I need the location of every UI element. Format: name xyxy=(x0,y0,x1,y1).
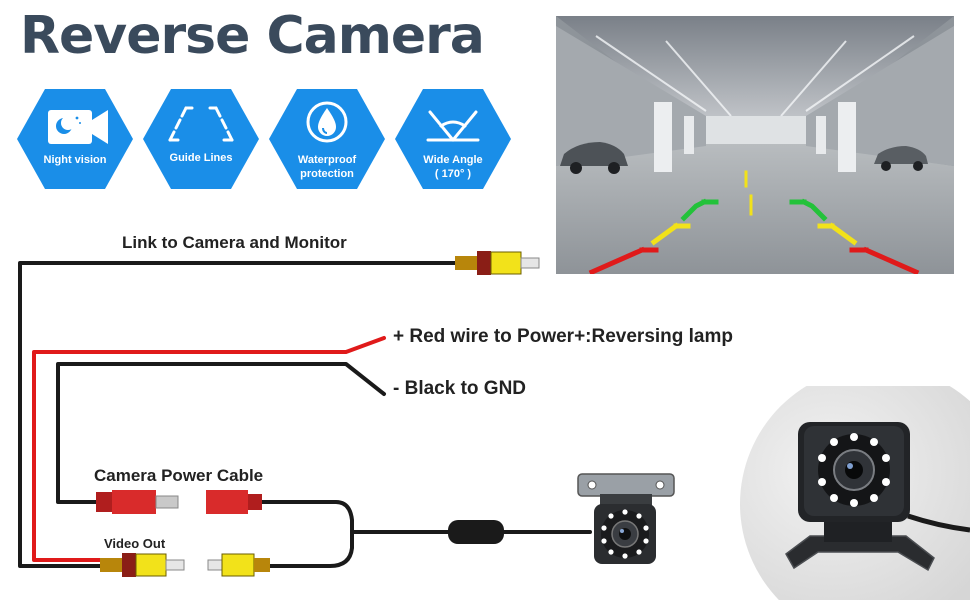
parked-car-right xyxy=(874,146,928,171)
rca-connector-video-out xyxy=(100,553,185,577)
camera-icon xyxy=(48,110,108,144)
inline-filter xyxy=(448,520,504,544)
hexagon-badge xyxy=(143,89,259,189)
hexagon-badge xyxy=(395,89,511,189)
feature-wide-angle: Wide Angle ( 170° ) xyxy=(394,88,512,190)
black-ground-wire xyxy=(56,362,386,504)
feature-label-line2: protection xyxy=(300,168,354,180)
feature-guide-lines: Guide Lines xyxy=(142,88,260,190)
guide-lines-overlay xyxy=(588,170,920,274)
red-power-wire xyxy=(32,336,386,562)
feature-waterproof: Waterproof protection xyxy=(268,88,386,190)
hexagon-badge xyxy=(17,89,133,189)
feature-label-line1: Wide Angle xyxy=(423,154,483,166)
wiring-diagram xyxy=(18,251,675,577)
parked-car-left xyxy=(560,142,628,174)
rca-connector-camera-side xyxy=(207,553,270,577)
power-connector-female xyxy=(206,490,262,514)
power-cable-label: Camera Power Cable xyxy=(94,466,264,485)
water-drop-icon xyxy=(306,101,348,143)
feature-label: Guide Lines xyxy=(169,152,233,164)
guide-lines-icon xyxy=(168,106,234,142)
link-label: Link to Camera and Monitor xyxy=(122,233,347,252)
camera-cable xyxy=(260,500,354,568)
product-camera-photo xyxy=(740,386,970,600)
rca-connector-top xyxy=(455,251,540,275)
small-camera-illustration xyxy=(577,473,675,564)
camera-body xyxy=(798,422,910,522)
video-out-label: Video Out xyxy=(104,536,166,551)
wide-angle-icon xyxy=(426,110,480,142)
red-wire-label: + Red wire to Power+:Reversing lamp xyxy=(393,326,733,347)
feature-label-line1: Waterproof xyxy=(297,154,357,166)
feature-label-line2: ( 170° ) xyxy=(434,168,472,180)
feature-night-vision: Night vision xyxy=(16,88,134,190)
parking-garage-photo xyxy=(556,16,954,274)
black-wire-label: - Black to GND xyxy=(393,378,527,399)
page-title: Reverse Camera xyxy=(20,6,485,66)
black-video-wire xyxy=(18,261,457,568)
power-connector-male xyxy=(96,490,179,514)
feature-label: Night vision xyxy=(43,154,107,166)
hexagon-badge xyxy=(269,89,385,189)
